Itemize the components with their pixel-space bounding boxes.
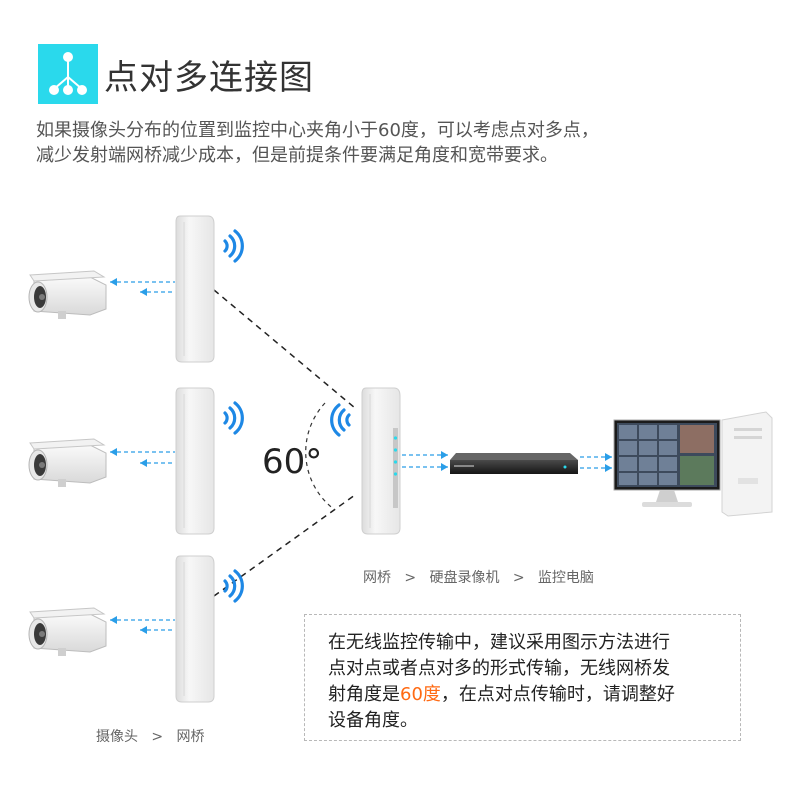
angle-label: 60°: [262, 442, 323, 482]
data-arrows: [580, 453, 612, 472]
note-text: ，在点对点传输时，请调整好: [440, 684, 675, 705]
camera-device: [28, 438, 107, 488]
nvr-recorder: [450, 453, 578, 474]
note-line: 射角度是60度，在点对点传输时，请调整好: [328, 682, 726, 708]
note-box: 在无线监控传输中，建议采用图示方法进行 点对点或者点对多的形式传输，无线网桥发 …: [304, 614, 741, 741]
page-title: 点对多连接图: [104, 58, 314, 98]
intro-line: 如果摄像头分布的位置到监控中心夹角小于60度，可以考虑点对多点，: [36, 120, 599, 141]
caption-separator: >: [151, 729, 164, 745]
network-topology-icon: [38, 44, 98, 104]
angle-arc: [305, 402, 336, 511]
caption-item: 摄像头: [96, 729, 138, 745]
wifi-signal-icon: [330, 403, 351, 437]
flow-caption-left: 摄像头 > 网桥: [96, 726, 204, 746]
central-wireless-bridge: [361, 387, 401, 535]
caption-separator: >: [512, 570, 525, 586]
note-line: 设备角度。: [328, 710, 418, 731]
wireless-bridge: [175, 215, 215, 363]
data-arrows: [110, 278, 175, 296]
note-line: 在无线监控传输中，建议采用图示方法进行: [328, 632, 670, 653]
camera-device: [28, 270, 107, 320]
wireless-bridge: [175, 387, 215, 535]
data-arrows: [110, 448, 175, 467]
wireless-bridge: [175, 555, 215, 703]
intro-line: 减少发射端网桥减少成本，但是前提条件要满足角度和宽带要求。: [36, 145, 558, 166]
angle-highlight: 60度: [400, 684, 441, 705]
link-line-bottom: [213, 494, 356, 597]
caption-item: 硬盘录像机: [429, 570, 500, 586]
note-text: 射角度是: [328, 684, 400, 705]
camera-device: [28, 607, 107, 657]
data-arrows: [110, 616, 175, 634]
wifi-signal-icon: [223, 229, 244, 263]
caption-item: 网桥: [176, 729, 205, 745]
intro-text: 如果摄像头分布的位置到监控中心夹角小于60度，可以考虑点对多点， 减少发射端网桥…: [36, 118, 766, 168]
wifi-signal-icon: [223, 569, 244, 603]
data-arrows: [402, 451, 448, 471]
caption-separator: >: [404, 570, 417, 586]
wifi-signal-icon: [223, 401, 244, 435]
monitoring-computer: [613, 411, 773, 517]
caption-item: 监控电脑: [537, 570, 594, 586]
link-line-top: [213, 289, 356, 409]
caption-item: 网桥: [363, 570, 391, 586]
note-line: 点对点或者点对多的形式传输，无线网桥发: [328, 658, 670, 679]
flow-caption-right: 网桥 > 硬盘录像机 > 监控电脑: [363, 567, 594, 587]
